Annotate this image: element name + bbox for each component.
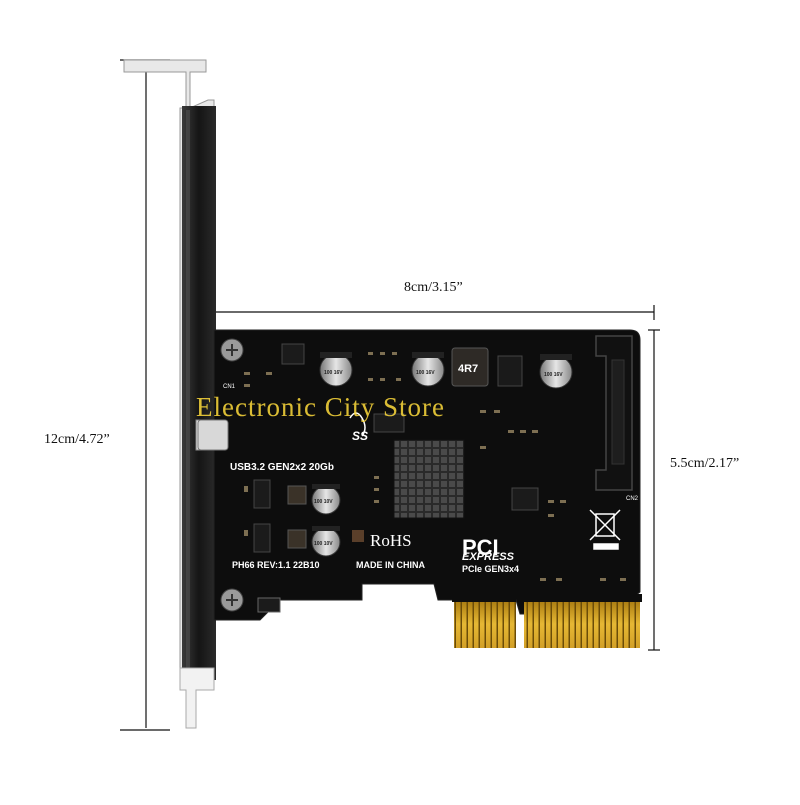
cap-2-label: 100 16V bbox=[416, 370, 435, 376]
capacitor-1 bbox=[319, 352, 353, 387]
pcie-contacts-left bbox=[454, 596, 516, 648]
rohs-text: RoHS bbox=[370, 531, 412, 550]
pcie-gen-text: PCIe GEN3x4 bbox=[462, 564, 519, 574]
store-watermark: Electronic City Store bbox=[196, 392, 445, 422]
pci-logo-text: PCI bbox=[462, 535, 499, 560]
pci-bracket bbox=[123, 59, 223, 729]
ss-logo-text: SS bbox=[352, 429, 368, 443]
chip-heatsink bbox=[393, 439, 465, 519]
usb-spec-text: USB3.2 GEN2x2 20Gb bbox=[230, 462, 334, 473]
usb-c-port bbox=[197, 419, 229, 451]
cn2-label: CN2 bbox=[626, 496, 639, 502]
capacitor-5 bbox=[311, 526, 341, 557]
cap-1-label: 100 16V bbox=[324, 370, 343, 376]
dimension-lines bbox=[120, 59, 660, 731]
inductor bbox=[451, 347, 489, 387]
weee-symbol bbox=[589, 509, 621, 550]
height-total-dimension-label: 12cm/4.72” bbox=[44, 432, 110, 447]
capacitor-2 bbox=[411, 352, 445, 387]
capacitor-4 bbox=[311, 484, 341, 515]
cap-3-label: 100 16V bbox=[544, 372, 563, 378]
cap-4-label: 100 10V bbox=[314, 499, 333, 505]
express-logo-text: EXPRESS bbox=[462, 551, 515, 563]
made-in-text: MADE IN CHINA bbox=[356, 560, 425, 570]
pcb-board bbox=[197, 329, 642, 648]
superspeed-logo bbox=[349, 412, 366, 437]
cn1-label: CN1 bbox=[223, 384, 236, 390]
capacitor-3 bbox=[539, 354, 573, 389]
pcie-contacts-right bbox=[524, 596, 640, 648]
width-dimension-label: 8cm/3.15” bbox=[404, 280, 463, 295]
inductor-label: 4R7 bbox=[458, 363, 478, 375]
height-card-dimension-label: 5.5cm/2.17” bbox=[670, 456, 740, 471]
model-text: PH66 REV:1.1 22B10 bbox=[232, 560, 320, 570]
cap-5-label: 100 10V bbox=[314, 541, 333, 547]
